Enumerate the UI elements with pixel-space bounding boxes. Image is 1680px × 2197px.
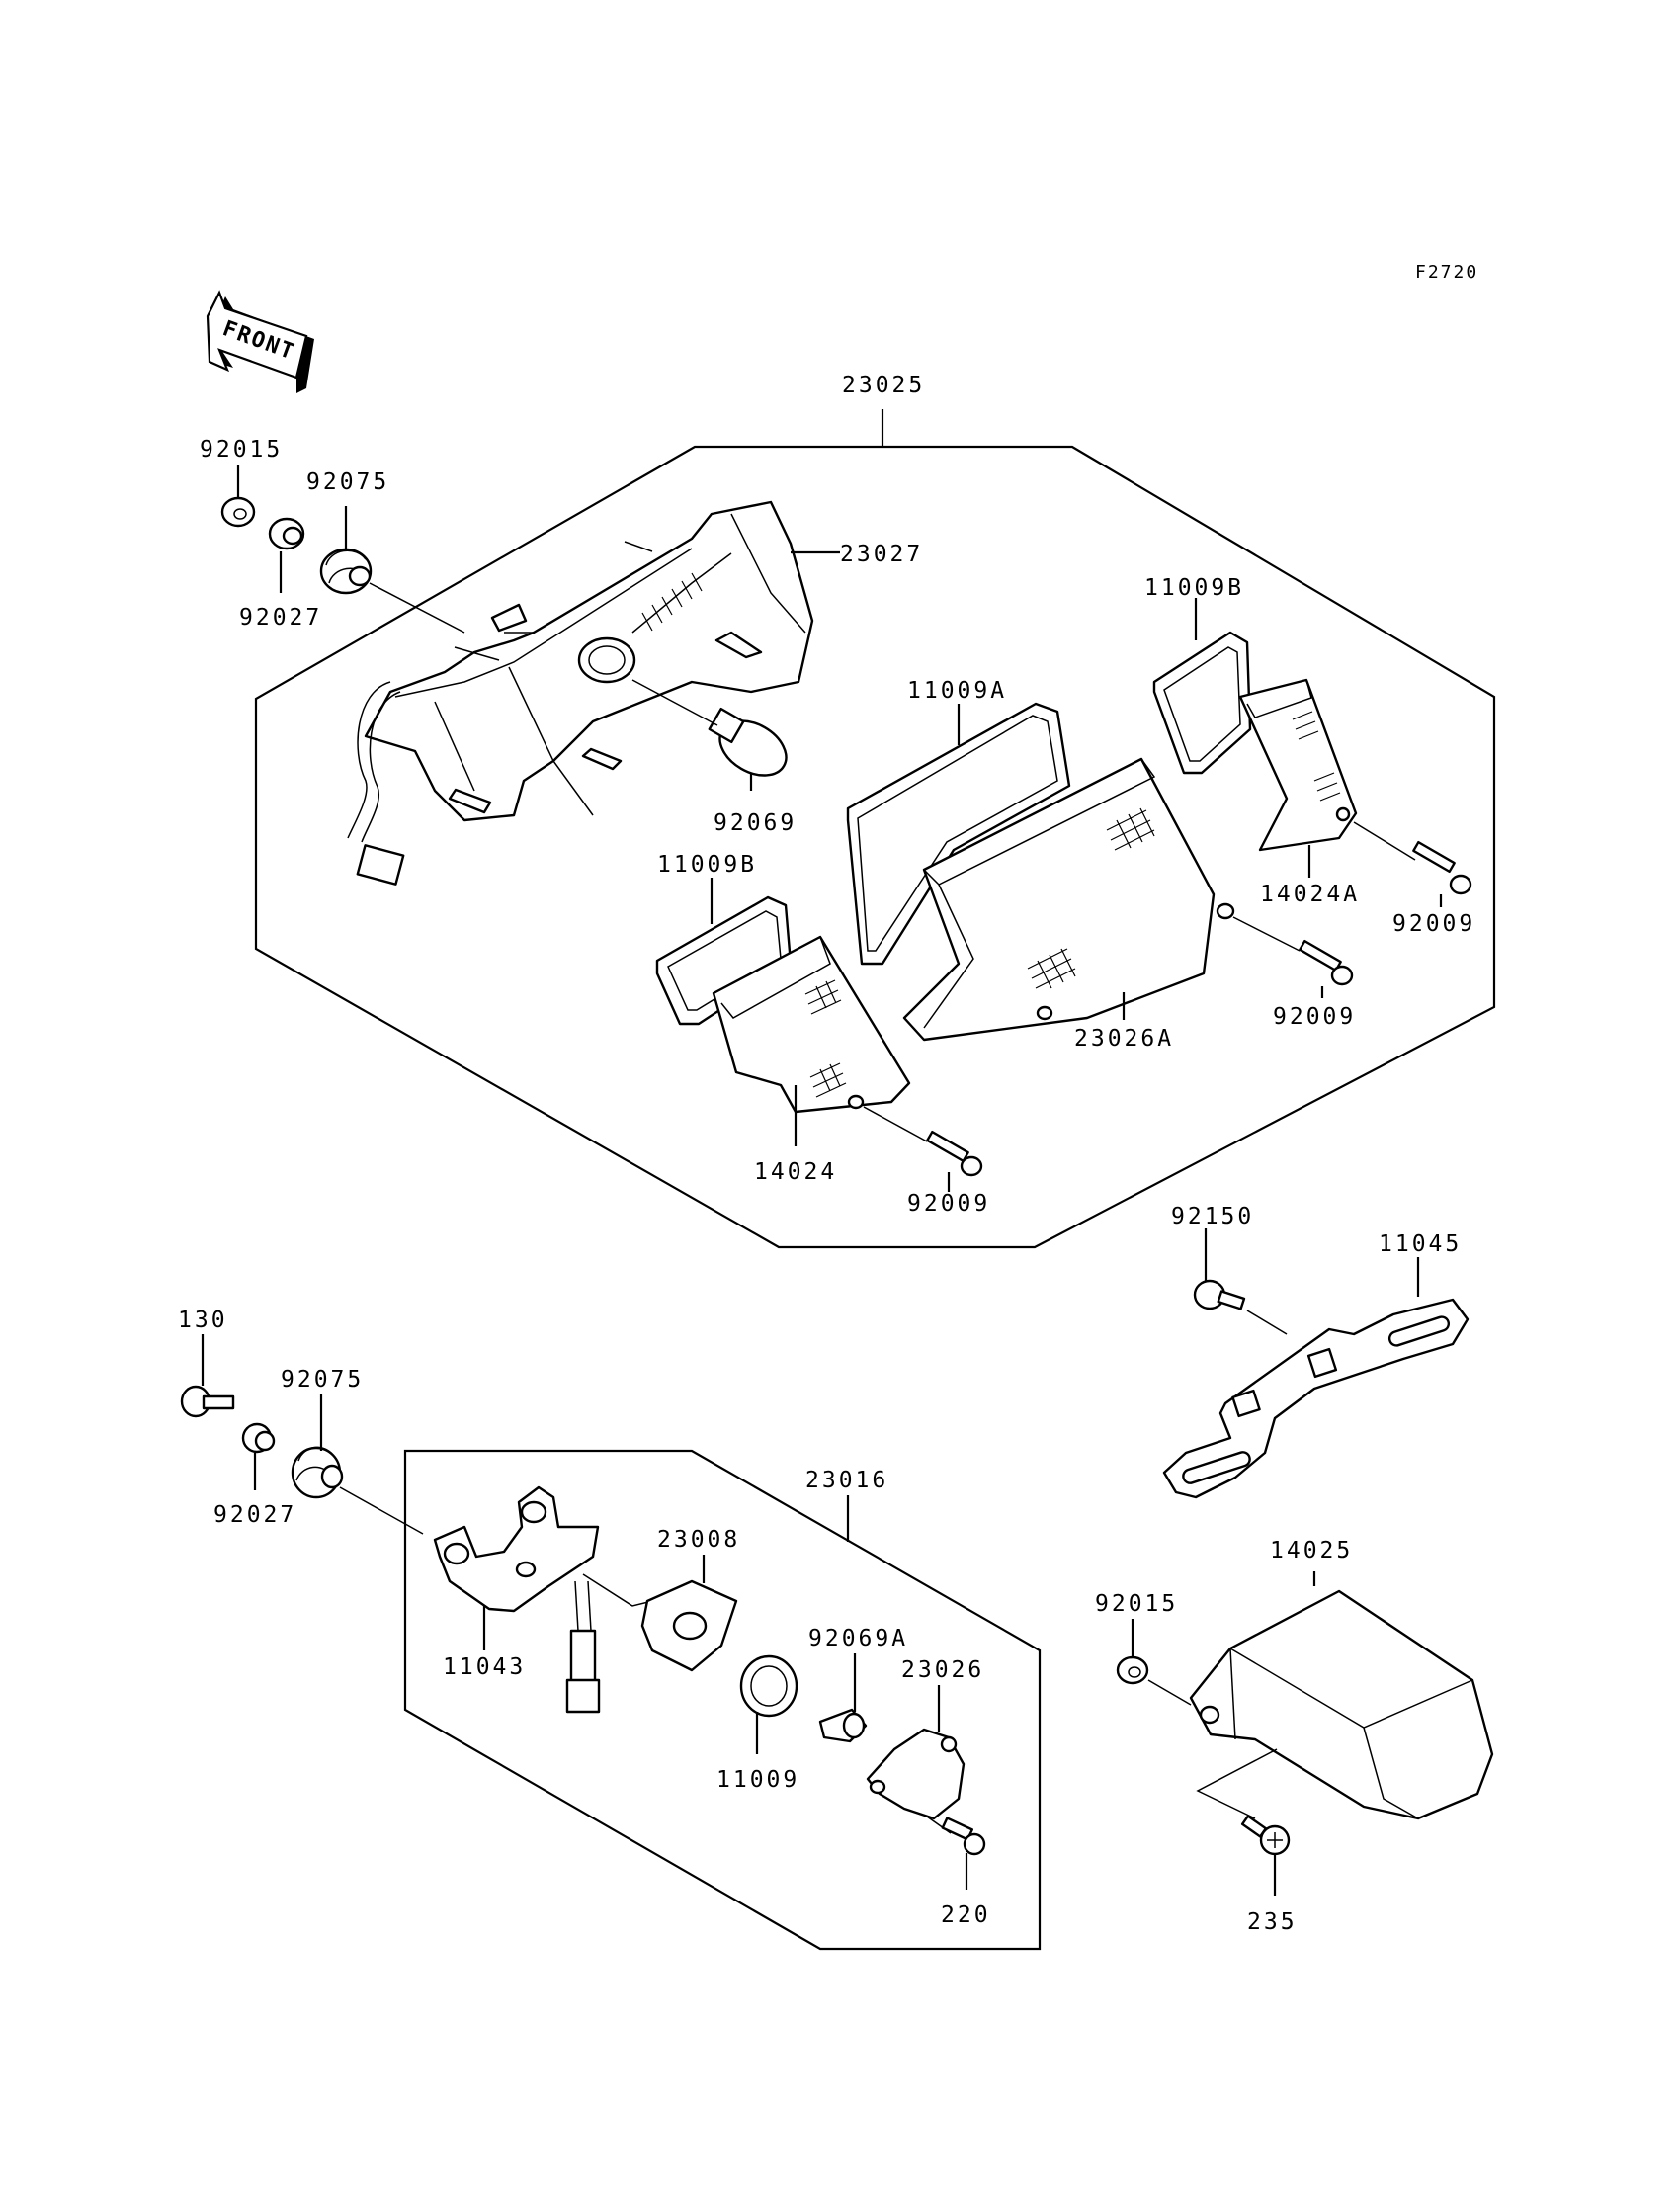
license-bracket-11045: [1162, 1257, 1470, 1499]
label-23016: 23016: [805, 1468, 888, 1493]
label-92015-top: 92015: [200, 437, 283, 463]
nut-92015-bottom: [1116, 1619, 1192, 1706]
lamp-bracket-11043: [433, 1485, 600, 1650]
label-11043: 11043: [443, 1654, 526, 1680]
gasket-11009A: [846, 702, 1071, 966]
screw-92009-right: [1353, 821, 1472, 907]
gasket-ring-11009: [739, 1654, 798, 1754]
label-92075-top: 92075: [306, 469, 389, 495]
screw-92009-mid: [1232, 916, 1354, 998]
label-14024: 14024: [754, 1159, 837, 1185]
label-23027: 23027: [840, 542, 923, 567]
assembly-frame-23025: [254, 445, 1496, 1249]
bolt-130: [180, 1334, 235, 1418]
label-130: 130: [178, 1308, 228, 1333]
label-23008: 23008: [657, 1527, 740, 1553]
label-235: 235: [1247, 1909, 1298, 1935]
label-11009B-right: 11009B: [1144, 575, 1244, 601]
label-23025: 23025: [842, 373, 925, 398]
tail-light-housing-23027: [347, 500, 814, 886]
label-92015-bottom: 92015: [1095, 1591, 1178, 1617]
screw-220: [941, 1817, 986, 1890]
label-92009-bottom: 92009: [907, 1191, 990, 1217]
collar-92027-top: [268, 517, 305, 593]
label-92069A: 92069A: [808, 1626, 908, 1651]
label-92027-bottom: 92027: [213, 1502, 296, 1528]
nut-92015-top: [220, 465, 256, 528]
label-23026: 23026: [901, 1657, 984, 1683]
label-92009-right: 92009: [1392, 911, 1475, 937]
gasket-11009B-right: [1152, 598, 1252, 775]
bolt-92150: [1193, 1228, 1288, 1335]
screw-92009-bottom: [863, 1106, 983, 1192]
label-14025: 14025: [1270, 1538, 1353, 1563]
socket-23008: [565, 1555, 738, 1714]
label-14024A: 14024A: [1260, 882, 1360, 907]
side-lens-14024A: [1238, 678, 1358, 878]
label-92027-top: 92027: [239, 605, 322, 631]
bolt-235: [1240, 1815, 1291, 1896]
label-92075-bottom: 92075: [281, 1367, 364, 1393]
bulb-92069: [631, 679, 788, 791]
label-11009: 11009: [716, 1767, 799, 1793]
front-direction-arrow-icon: FRONT: [206, 290, 314, 393]
reflector-14025: [1189, 1571, 1494, 1820]
side-lens-14024: [712, 935, 911, 1146]
grommet-92075-bottom: [291, 1394, 424, 1535]
lens-23026A: [902, 757, 1235, 1042]
label-220: 220: [941, 1902, 991, 1928]
assembly-frame-23016: [403, 1449, 1042, 1951]
bulb-92069A: [818, 1653, 868, 1743]
label-11045: 11045: [1379, 1231, 1462, 1257]
collar-92027-bottom: [241, 1422, 276, 1490]
label-11009A: 11009A: [907, 678, 1007, 704]
label-11009B-left: 11009B: [657, 852, 757, 878]
label-23026A: 23026A: [1074, 1026, 1174, 1052]
label-92150: 92150: [1171, 1204, 1254, 1229]
label-92069: 92069: [714, 810, 797, 836]
lens-23026: [866, 1685, 966, 1834]
figure-code: F2720: [1415, 262, 1478, 283]
label-92009-mid: 92009: [1273, 1004, 1356, 1030]
grommet-92075-top: [319, 506, 465, 634]
